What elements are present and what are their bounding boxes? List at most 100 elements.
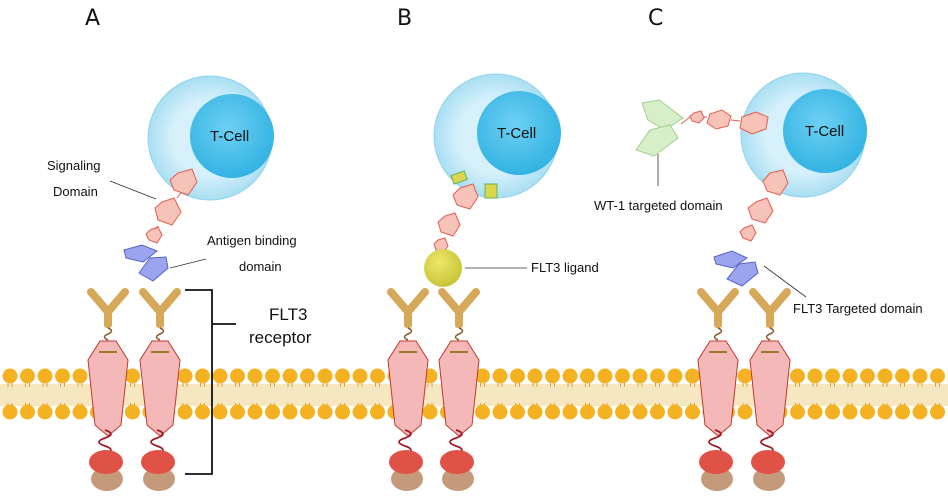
flt3-receptor [139, 288, 181, 491]
flt3-receptor [749, 288, 791, 491]
lipid-head [2, 368, 18, 384]
lipid-head [195, 404, 210, 420]
lipid-head [72, 404, 88, 420]
wt1-chain [680, 109, 769, 135]
lipid-head [580, 404, 595, 420]
lipid-head [492, 368, 508, 384]
lipid-head [807, 404, 823, 420]
lipid-head [842, 404, 858, 420]
lipid-head [597, 404, 613, 420]
wt1-domain-label: WT-1 targeted domain [594, 198, 723, 213]
lipid-head [20, 368, 35, 384]
antigen-binding-domain-a [123, 244, 169, 282]
flt3-receptors [87, 288, 791, 491]
lipid-head [807, 368, 823, 384]
lipid-head [352, 368, 368, 384]
lipid-head [737, 368, 753, 384]
lipid-head [912, 368, 928, 384]
flt3-receptor [438, 288, 480, 491]
lipid-head [632, 368, 648, 384]
lipid-head [930, 368, 945, 384]
flt3-receptor [87, 288, 129, 491]
lipid-head [352, 404, 368, 420]
lipid-head [265, 404, 280, 420]
t-cell-label-c: T-Cell [805, 123, 844, 140]
lipid-head [860, 404, 875, 420]
lipid-head [650, 404, 665, 420]
lipid-head [650, 368, 665, 384]
wt1-targeted-domain [635, 99, 684, 157]
lipid-head [300, 368, 315, 384]
lipid-head [55, 404, 70, 420]
lipid-head [230, 368, 245, 384]
lipid-head [422, 404, 438, 420]
flt3-targeted-domain-label: FLT3 Targeted domain [793, 301, 923, 316]
lipid-head [2, 404, 18, 420]
lipid-head [125, 404, 140, 420]
lipid-head [930, 404, 945, 420]
t-cell-label-a: T-Cell [210, 128, 249, 145]
lipid-head [370, 404, 385, 420]
lipid-head [72, 368, 88, 384]
signaling-domain-label-line2: Domain [53, 184, 98, 199]
lipid-head [492, 404, 508, 420]
lipid-head [475, 404, 490, 420]
lipid-head [177, 404, 193, 420]
lipid-head [300, 404, 315, 420]
lipid-head [282, 404, 298, 420]
lipid-head [790, 404, 805, 420]
flt3-ligand-label: FLT3 ligand [531, 260, 599, 275]
panel-c: T-Cell WT-1 targeted domain FLT3 Targete… [594, 72, 923, 316]
lipid-head [877, 368, 893, 384]
lipid-head [317, 368, 333, 384]
flt3-receptor [697, 288, 739, 491]
signaling-domain-c [739, 169, 789, 242]
lipid-head [545, 404, 560, 420]
lipid-head [510, 404, 525, 420]
lipid-head [562, 368, 578, 384]
signaling-pointer [109, 180, 157, 200]
lipid-head [335, 368, 350, 384]
lipid-head [317, 404, 333, 420]
lipid-head [510, 368, 525, 384]
lipid-head [685, 404, 700, 420]
lipid-head [212, 404, 228, 420]
lipid-head [545, 368, 560, 384]
lipid-head [667, 404, 683, 420]
lipid-head [195, 368, 210, 384]
signaling-domain-label-line1: Signaling [47, 158, 101, 173]
lipid-head [20, 404, 35, 420]
lipid-head [597, 368, 613, 384]
lipid-head [615, 368, 630, 384]
co-stimulatory-clips-b [450, 170, 498, 199]
flt3-ligand-circle [424, 249, 462, 287]
t-cell-nucleus-a [190, 94, 274, 178]
lipid-head [125, 368, 140, 384]
lipid-head [685, 368, 700, 384]
panel-b: T-Cell FLT3 ligand [424, 73, 599, 287]
lipid-head [212, 368, 228, 384]
lipid-head [527, 368, 543, 384]
lipid-head [912, 404, 928, 420]
lipid-head [580, 368, 595, 384]
t-cell-label-b: T-Cell [497, 125, 536, 142]
lipid-head [842, 368, 858, 384]
lipid-head [737, 404, 753, 420]
flt3-receptor-label-line2: receptor [249, 328, 312, 347]
lipid-head [667, 368, 683, 384]
lipid-head [615, 404, 630, 420]
lipid-head [860, 368, 875, 384]
panel-letter-b: B [397, 6, 412, 31]
lipid-head [282, 368, 298, 384]
lipid-head [790, 368, 805, 384]
signaling-domain-b [433, 183, 479, 254]
lipid-head [37, 368, 53, 384]
panel-letter-a: A [85, 6, 100, 31]
lipid-head [247, 368, 263, 384]
lipid-head [895, 404, 910, 420]
lipid-head [825, 404, 840, 420]
lipid-head [475, 368, 490, 384]
lipid-head [335, 404, 350, 420]
lipid-head [177, 368, 193, 384]
